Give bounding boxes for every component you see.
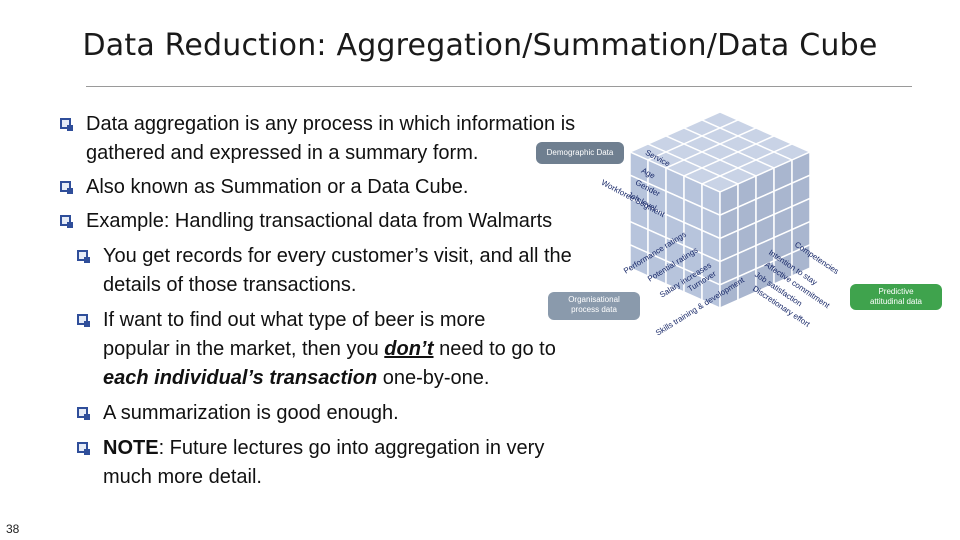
slide-number: 38 <box>6 522 20 536</box>
emphasis-text: don’t <box>384 338 434 360</box>
bullet-text: details of those transactions. <box>103 274 357 296</box>
square-bullet-icon <box>60 215 73 228</box>
square-bullet-icon <box>60 181 73 194</box>
sub-bullet-item: If want to find out what type of beer is… <box>77 306 556 393</box>
tag-line: process data <box>571 305 617 314</box>
square-bullet-icon <box>77 442 90 455</box>
bullet-item: Also known as Summation or a Data Cube. <box>60 173 469 202</box>
square-bullet-icon <box>77 407 90 420</box>
bullet-text: Also known as Summation or a Data Cube. <box>86 176 469 198</box>
tag-line: attitudinal data <box>869 297 923 306</box>
sub-bullet-item: You get records for every customer’s vis… <box>77 242 572 300</box>
tag-line: Organisational <box>568 295 620 304</box>
bullet-text: gathered and expressed in a summary form… <box>86 142 479 164</box>
data-cube-graphic <box>628 111 812 310</box>
bullet-text: popular in the market, then you don’t ne… <box>103 335 556 364</box>
slide-title: Data Reduction: Aggregation/Summation/Da… <box>82 28 878 63</box>
bullet-item: Data aggregation is any process in which… <box>60 110 576 168</box>
square-bullet-icon <box>60 118 73 131</box>
bullet-text: If want to find out what type of beer is… <box>103 309 486 331</box>
square-bullet-icon <box>77 314 90 327</box>
sub-bullet-item: A summarization is good enough. <box>77 399 399 428</box>
bullet-text-part: : Future lectures go into aggregation in… <box>158 437 545 459</box>
bullet-text-part: one-by-one. <box>377 367 490 389</box>
sub-bullet-item: NOTE: Future lectures go into aggregatio… <box>77 434 544 492</box>
bullet-text: You get records for every customer’s vis… <box>103 245 572 267</box>
organisational-data-tag: Organisational process data <box>548 292 640 320</box>
bullet-text: A summarization is good enough. <box>103 402 399 424</box>
predictive-data-tag: Predictive attitudinal data <box>850 284 942 310</box>
emphasis-text: each individual’s transaction <box>103 367 378 389</box>
data-cube-figure: Demographic Data Organisational process … <box>530 108 950 348</box>
emphasis-text: NOTE <box>103 437 159 459</box>
demographic-data-tag: Demographic Data <box>536 142 624 164</box>
bullet-text: Data aggregation is any process in which… <box>86 113 576 135</box>
tag-line: Predictive <box>878 287 914 296</box>
cube-right-cell <box>791 243 811 278</box>
bullet-item: Example: Handling transactional data fro… <box>60 207 553 236</box>
bullet-text: much more detail. <box>103 466 262 488</box>
bullet-text: each individual’s transaction one-by-one… <box>103 364 556 393</box>
bullet-text: Example: Handling transactional data fro… <box>86 210 553 232</box>
bullet-text-part: popular in the market, then you <box>103 338 385 360</box>
title-divider <box>86 86 912 87</box>
bullet-text: NOTE: Future lectures go into aggregatio… <box>103 434 544 463</box>
data-cube <box>628 111 812 310</box>
bullet-text-part: need to go to <box>433 338 556 360</box>
square-bullet-icon <box>77 250 90 263</box>
